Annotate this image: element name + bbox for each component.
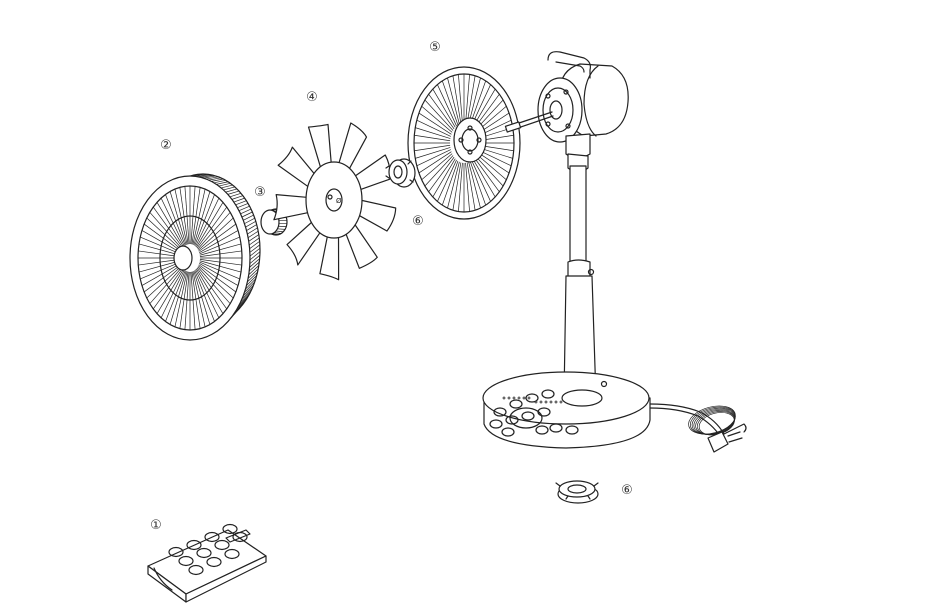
mounting-nut-lower bbox=[555, 480, 599, 504]
motor-and-stand bbox=[482, 51, 747, 453]
label-remote: ① bbox=[150, 518, 162, 533]
label-filter: ② bbox=[160, 138, 172, 153]
label-rear-guard: ⑤ bbox=[429, 40, 441, 55]
label-nut-upper: ⑥ bbox=[412, 214, 424, 229]
front-guard bbox=[129, 173, 261, 341]
label-blade: ④ bbox=[306, 90, 318, 105]
remote-control bbox=[147, 523, 267, 603]
rear-guard bbox=[407, 66, 521, 220]
svg-text:Ø: Ø bbox=[336, 197, 342, 205]
label-cap: ③ bbox=[254, 185, 266, 200]
label-nut-lower: ⑥ bbox=[621, 483, 633, 498]
mounting-nut-upper bbox=[385, 158, 416, 188]
fan-blade: Ø bbox=[273, 122, 397, 281]
